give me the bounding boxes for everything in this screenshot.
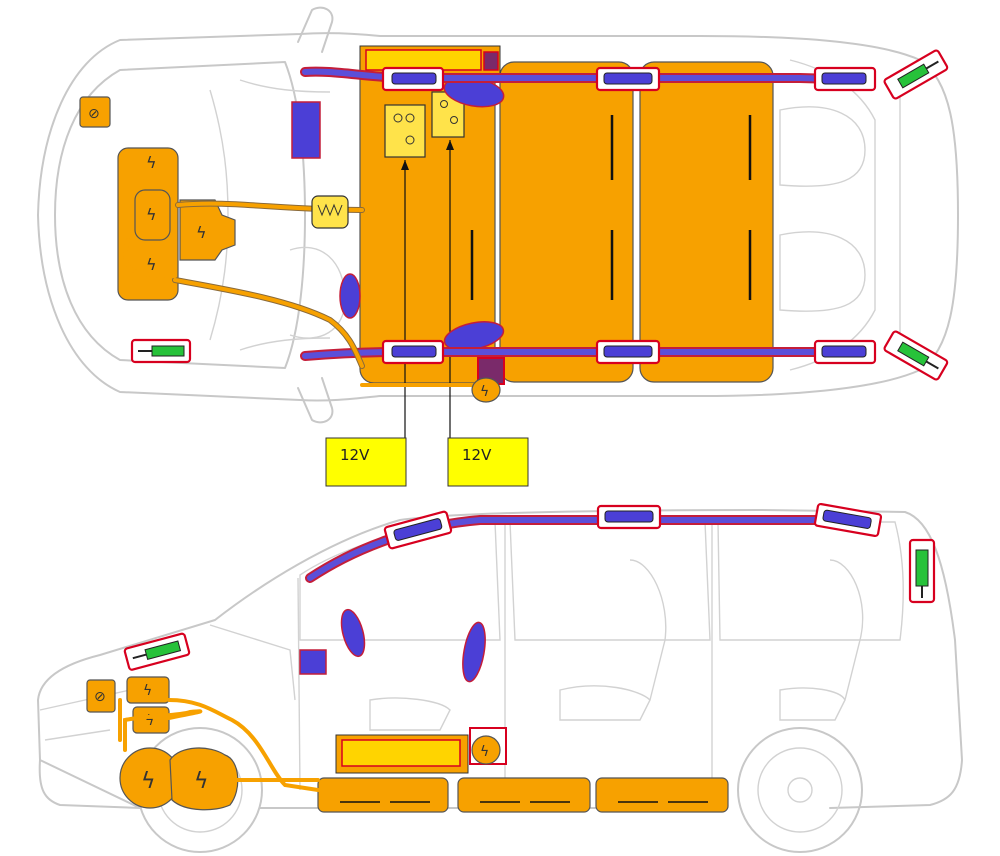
- hv-battery-module-3: [639, 61, 774, 383]
- lightning-bolt-icon: ϟ: [480, 384, 489, 400]
- heater-unit-top: [311, 195, 349, 229]
- label-12v-b-text: 12V: [462, 446, 492, 464]
- side-view: ϟ ϟ ϟ ϟ ϟ ⊘: [37, 502, 963, 853]
- switch-icon: ⊘: [94, 689, 106, 705]
- side-airbag-middle-seat: [462, 621, 486, 683]
- top-view-rear-seat-left: [779, 106, 866, 187]
- gas-generators-side: [383, 502, 883, 550]
- top-view: ϟ ϟ ϟ ϟ ⊘ ϟ: [37, 6, 959, 440]
- battery-12v-a: [384, 104, 426, 158]
- label-12v-a-box: [325, 437, 407, 487]
- hv-inverter-top: [134, 189, 171, 241]
- lightning-bolt-icon: ϟ: [145, 713, 154, 729]
- hv-battery-side-3: [595, 777, 729, 813]
- top-view-right-mirror: [297, 377, 334, 424]
- side-view-middle-seat: [559, 559, 667, 721]
- hv-cable-side-2: [123, 709, 203, 752]
- lightning-bolt-icon: ϟ: [141, 769, 156, 794]
- side-view-rear-wheel: [737, 727, 863, 853]
- knee-airbag-side: [299, 649, 327, 675]
- side-airbag-front-seat: [340, 608, 366, 658]
- label-12v-a: 12V: [325, 437, 407, 487]
- side-view-middle-window: [509, 521, 711, 641]
- hv-cable-side-1: [167, 698, 320, 792]
- control-unit-side: [86, 679, 116, 713]
- side-view-rear-window: [717, 521, 904, 641]
- top-view-windshield: [209, 89, 229, 341]
- switch-icon: ⊘: [88, 106, 100, 122]
- battery-12v-a-body: [384, 104, 426, 158]
- hv-disconnect-plug-top: [471, 377, 501, 403]
- lightning-bolt-icon: ϟ: [480, 744, 489, 760]
- passenger-airbag-top: [291, 101, 321, 159]
- lightning-bolt-icon: ϟ: [146, 255, 157, 274]
- hv-disconnect-top: [483, 51, 499, 71]
- label-12v-b: 12V: [447, 437, 529, 487]
- lightning-bolt-icon: ϟ: [194, 769, 209, 794]
- control-unit-top: [79, 96, 111, 128]
- hv-cable-top-2: [173, 278, 364, 368]
- hv-cable-top-3: [123, 238, 177, 278]
- knee-airbag-top: [339, 273, 361, 319]
- heater-coil-icon: [317, 203, 343, 217]
- seatbelt-tensioner-side-front: [123, 632, 191, 671]
- top-view-rear-seat-right: [779, 231, 866, 312]
- gas-generators-top: [381, 66, 877, 365]
- seatbelt-tensioner-side-rear: [908, 538, 936, 604]
- battery-separator-lines: [470, 115, 752, 300]
- label-12v-a-text: 12V: [340, 446, 370, 464]
- hv-fuse-strip-side: [341, 739, 461, 767]
- hv-unit-side-upper: [126, 676, 170, 704]
- seatbelt-tensioners-top: [130, 49, 949, 381]
- top-view-left-mirror: [297, 6, 334, 53]
- hv-battery-side-1: [317, 777, 449, 813]
- hv-battery-module-2: [499, 61, 634, 383]
- hv-battery-side-2: [457, 777, 591, 813]
- side-view-front-seat: [369, 697, 451, 731]
- side-view-rear-seat: [779, 559, 864, 721]
- lightning-bolt-icon: ϟ: [196, 223, 207, 242]
- side-view-hood-line: [209, 624, 296, 701]
- side-view-grille: [39, 689, 131, 741]
- lightning-bolt-icon: ϟ: [143, 683, 152, 699]
- hv-disconnect-plug-side: [471, 735, 501, 765]
- label-12v-b-box: [447, 437, 529, 487]
- lightning-bolt-icon: ϟ: [146, 153, 157, 172]
- lightning-bolt-icon: ϟ: [146, 205, 157, 224]
- top-view-dash: [239, 79, 331, 351]
